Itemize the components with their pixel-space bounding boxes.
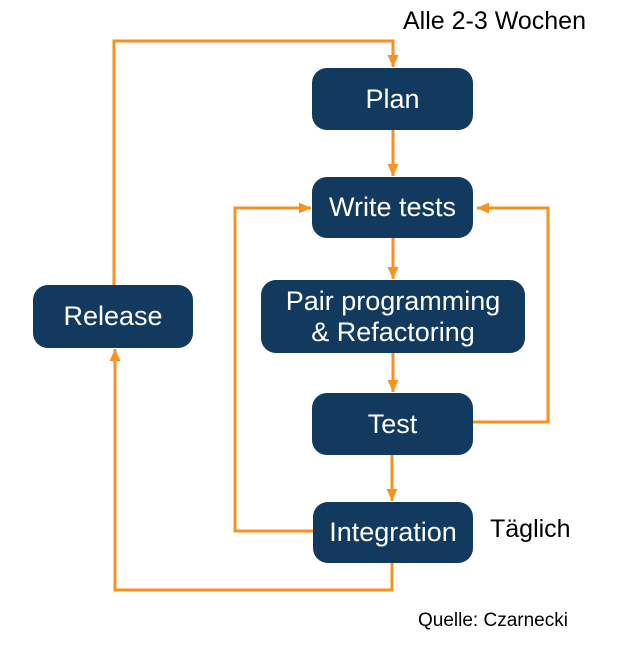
edge-test-to-write-tests-loop — [473, 202, 550, 424]
node-release: Release — [33, 285, 193, 348]
source-label: Quelle: Czarnecki — [418, 610, 568, 631]
cycle-duration-label: Alle 2-3 Wochen — [403, 7, 586, 35]
daily-label: Täglich — [490, 515, 571, 543]
node-pair-programming: Pair programming & Refactoring — [261, 280, 525, 353]
node-plan: Plan — [312, 68, 473, 130]
node-test: Test — [312, 393, 473, 455]
edge-integration-to-release-loop — [109, 349, 394, 592]
node-write-tests: Write tests — [312, 177, 473, 238]
edge-integration-to-write-tests-loop — [233, 202, 313, 533]
edge-release-to-plan — [112, 39, 399, 285]
node-integration: Integration — [313, 502, 473, 563]
